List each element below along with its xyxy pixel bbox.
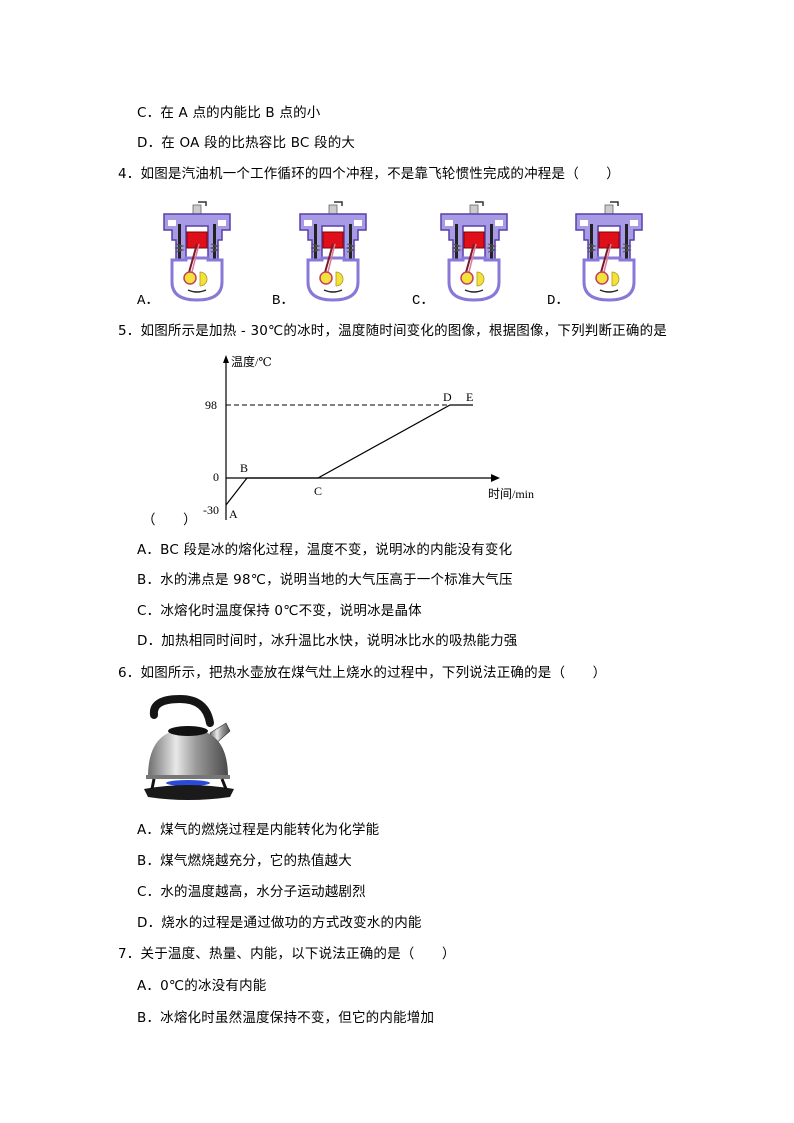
point-d: D [443, 390, 452, 404]
q4-stem: 4．如图是汽油机一个工作循环的四个冲程，不是靠飞轮惯性完成的冲程是（ ） [118, 166, 620, 182]
chart-xlabel: 时间/min [488, 487, 534, 501]
q7-option-b: B．冰熔化时虽然温度保持不变，但它的内能增加 [137, 1010, 435, 1026]
point-a: A [229, 507, 238, 521]
q4-label-a: A． [137, 293, 160, 309]
q4-label-d: D． [547, 293, 570, 309]
engine-stroke-d-icon [574, 200, 644, 302]
point-b: B [240, 461, 248, 475]
q5-stem: 5．如图所示是加热 - 30℃的冰时，温度随时间变化的图像，根据图像，下列判断正… [118, 323, 667, 339]
q7-stem: 7．关于温度、热量、内能，以下说法正确的是（ ） [118, 946, 456, 962]
q7-option-a: A．0℃的冰没有内能 [137, 978, 267, 994]
q6-option-b: B．煤气燃烧越充分，它的热值越大 [137, 853, 352, 869]
engine-stroke-b-icon [298, 200, 368, 302]
q5-option-d: D．加热相同时间时，冰升温比水快，说明冰比水的吸热能力强 [137, 633, 518, 649]
q5-option-c: C．冰熔化时温度保持 0℃不变，说明冰是晶体 [137, 603, 422, 619]
engine-stroke-c-icon [439, 200, 509, 302]
q5-option-b: B．水的沸点是 98℃，说明当地的大气压高于一个标准大气压 [137, 572, 513, 588]
q4-label-b: B． [272, 293, 295, 309]
temperature-time-chart: 温度/℃ 时间/min 98 0 -30 A B C D E [203, 354, 534, 521]
point-e: E [466, 390, 473, 404]
q5-answer-paren: （ ） [142, 512, 197, 528]
chart-ytick-neg30: -30 [203, 503, 219, 517]
chart-ytick-0: 0 [213, 470, 219, 484]
q5-option-a: A．BC 段是冰的熔化过程，温度不变，说明冰的内能没有变化 [137, 542, 513, 558]
q3-option-d: D．在 OA 段的比热容比 BC 段的大 [137, 135, 356, 151]
chart-ytick-98: 98 [205, 398, 217, 412]
q6-option-a: A．煤气的燃烧过程是内能转化为化学能 [137, 822, 380, 838]
q6-option-d: D．烧水的过程是通过做功的方式改变水的内能 [137, 915, 422, 931]
q6-option-c: C．水的温度越高，水分子运动越剧烈 [137, 884, 366, 900]
point-c: C [314, 484, 322, 498]
kettle-on-stove-icon [144, 694, 234, 800]
engine-stroke-a-icon [162, 200, 232, 302]
q3-option-c: C．在 A 点的内能比 B 点的小 [137, 105, 321, 121]
q4-label-c: C． [412, 293, 435, 309]
q6-stem: 6．如图所示，把热水壶放在煤气灶上烧水的过程中，下列说法正确的是（ ） [118, 665, 607, 681]
chart-ylabel: 温度/℃ [231, 354, 272, 369]
